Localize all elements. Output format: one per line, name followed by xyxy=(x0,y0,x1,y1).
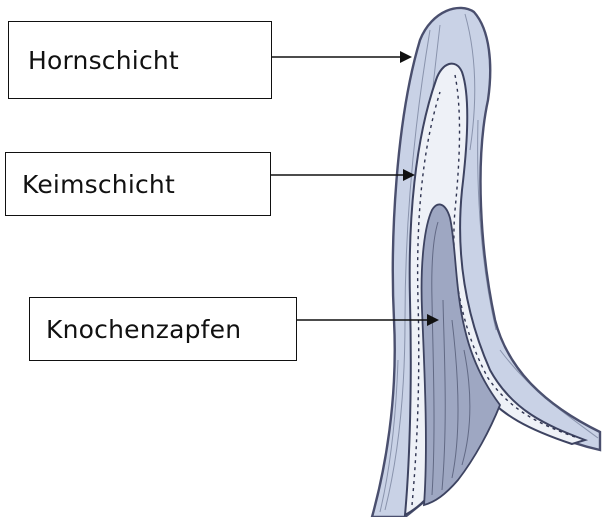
label-box-keimschicht: Keimschicht xyxy=(5,152,271,216)
label-keimschicht: Keimschicht xyxy=(22,170,175,199)
label-knochenzapfen: Knochenzapfen xyxy=(46,315,241,344)
label-box-hornschicht: Hornschicht xyxy=(8,21,272,99)
label-box-knochenzapfen: Knochenzapfen xyxy=(29,297,297,361)
label-hornschicht: Hornschicht xyxy=(28,46,179,75)
